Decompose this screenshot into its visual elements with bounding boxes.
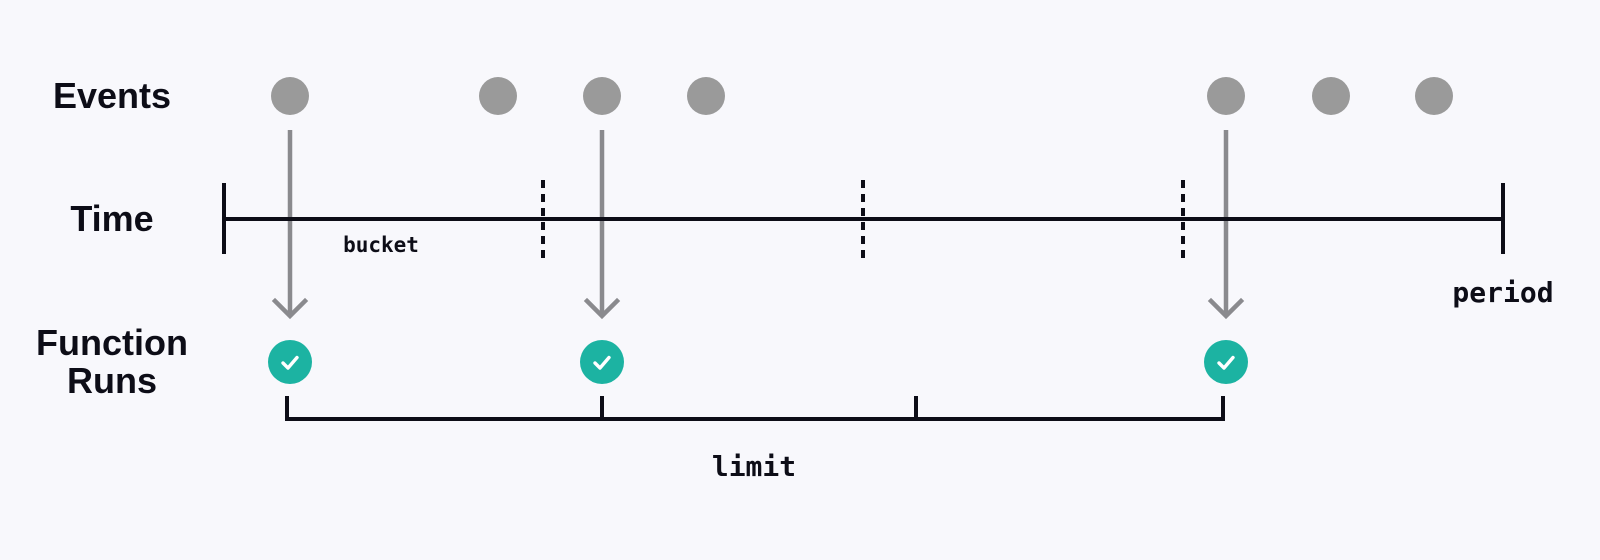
- function-run-badge: [580, 340, 624, 384]
- function-runs-row-label: Function Runs: [0, 324, 224, 400]
- bucket-divider: [1181, 180, 1185, 258]
- limit-label: limit: [711, 450, 797, 483]
- event-dot: [1312, 77, 1350, 115]
- limit-bracket-bar: [285, 417, 1225, 421]
- function-runs-label-line2: Runs: [67, 360, 157, 401]
- event-dot: [1415, 77, 1453, 115]
- function-runs-label-line1: Function: [36, 322, 188, 363]
- period-label: period: [1452, 276, 1554, 309]
- check-icon: [1217, 355, 1235, 370]
- event-dot: [583, 77, 621, 115]
- limit-bracket-tick: [600, 396, 604, 421]
- arrow-down-icon: [1207, 130, 1245, 320]
- bucket-label: bucket: [343, 233, 419, 257]
- event-dot: [271, 77, 309, 115]
- bucket-divider: [541, 180, 545, 258]
- check-icon: [593, 355, 611, 370]
- event-dot: [479, 77, 517, 115]
- time-row-label: Time: [70, 198, 154, 239]
- timeline-end-cap: [1501, 183, 1505, 254]
- check-icon: [281, 355, 299, 370]
- limit-bracket-tick: [285, 396, 289, 421]
- events-row-label: Events: [52, 75, 172, 116]
- timeline-start-cap: [222, 183, 226, 254]
- limit-bracket-tick: [1221, 396, 1225, 421]
- limit-bracket-tick: [914, 396, 918, 421]
- bucket-divider: [861, 180, 865, 258]
- arrow-down-icon: [271, 130, 309, 320]
- function-run-badge: [1204, 340, 1248, 384]
- function-run-badge: [268, 340, 312, 384]
- event-dot: [687, 77, 725, 115]
- event-dot: [1207, 77, 1245, 115]
- arrow-down-icon: [583, 130, 621, 320]
